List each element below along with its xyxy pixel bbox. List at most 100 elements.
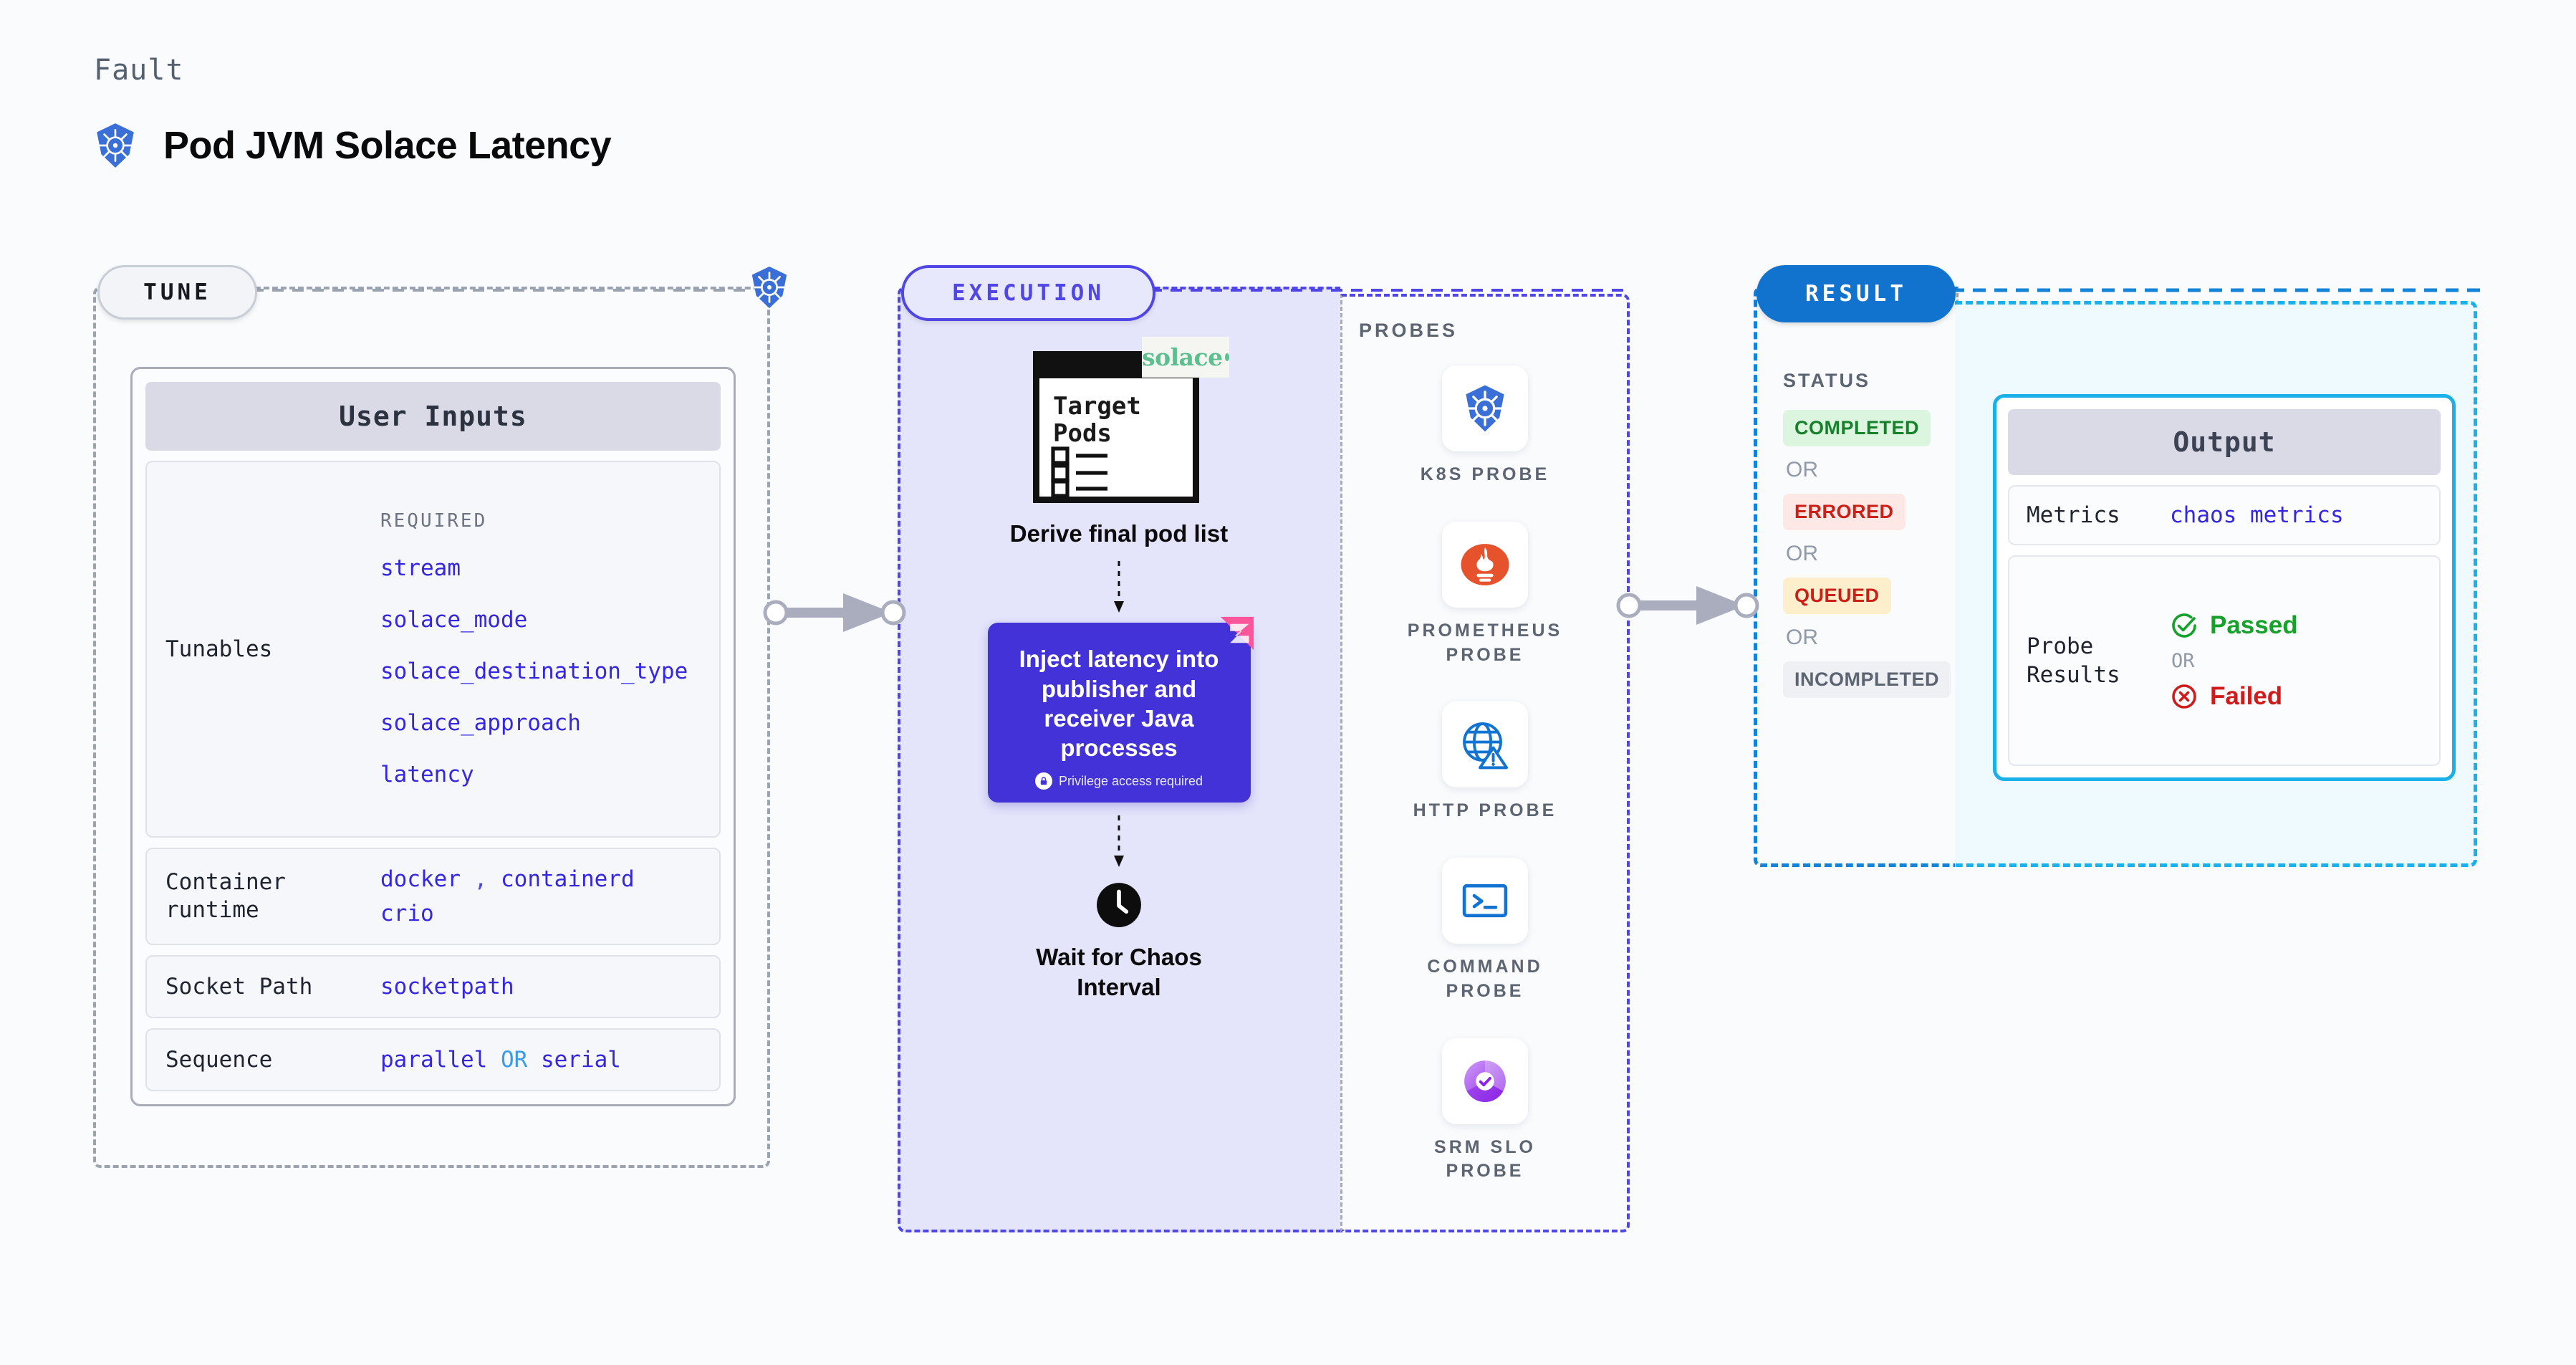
target-pods-document: Target Pods solace [1033, 337, 1229, 503]
probe-label: HTTP PROBE [1413, 800, 1557, 821]
tune-row-sequence: Sequence parallel OR serial [145, 1028, 721, 1091]
execution-connector-line [1150, 289, 1632, 292]
tune-row-values: parallel OR serial [380, 1043, 621, 1077]
arrow-tune-to-execution [763, 588, 906, 641]
execution-steps-column: Target Pods solace Derive final pod list [898, 337, 1340, 1002]
probe-results-label: Probe Results [2027, 633, 2120, 689]
probe-item-k8s[interactable]: K8S PROBE [1421, 365, 1549, 487]
privilege-note: Privilege access required [1005, 772, 1234, 790]
status-badge-errored: ERRORED [1783, 494, 1905, 530]
globe-warning-icon [1441, 701, 1528, 788]
probe-result-or: OR [2171, 649, 2195, 672]
tune-row-label: Sequence [165, 1046, 273, 1073]
status-badge-incompleted: INCOMPLETED [1783, 661, 1951, 698]
sequence-separator: OR [500, 1046, 528, 1073]
inject-latency-text: Inject latency into publisher and receiv… [1019, 646, 1219, 761]
kubernetes-badge-icon [747, 265, 792, 310]
terminal-icon [1442, 858, 1528, 944]
status-or-2: OR [1786, 542, 1818, 565]
output-card: Output Metrics chaos metrics Probe Resul… [1993, 394, 2456, 781]
privilege-note-text: Privilege access required [1058, 773, 1203, 788]
sequence-serial[interactable]: serial [540, 1046, 621, 1073]
status-or-3: OR [1786, 626, 1818, 649]
probe-label: SRM SLO PROBE [1434, 1136, 1536, 1182]
required-label: REQUIRED [380, 509, 488, 532]
flow-arrow-down-1 [1114, 561, 1124, 613]
page-title: Pod JVM Solace Latency [163, 124, 612, 167]
solace-logo: solace [1142, 337, 1229, 378]
runtime-crio[interactable]: crio [380, 900, 434, 926]
runtime-separator: , [474, 866, 488, 892]
svg-text:Target: Target [1053, 392, 1141, 421]
target-pods-document-icon: Target Pods [1033, 351, 1199, 503]
socket-path-value[interactable]: socketpath [380, 973, 514, 1000]
probe-label: K8S PROBE [1420, 464, 1550, 484]
status-title: STATUS [1783, 370, 1870, 391]
tune-row-values: docker , containerd crio [380, 862, 635, 931]
tunable-stream[interactable]: stream [380, 555, 461, 581]
phase-pill-execution[interactable]: EXECUTION [901, 265, 1155, 321]
probe-item-command[interactable]: COMMAND PROBE [1395, 858, 1575, 1004]
probe-label: PROMETHEUS PROBE [1407, 620, 1563, 665]
status-badge-queued: QUEUED [1783, 578, 1891, 614]
page-title-row: Pod JVM Solace Latency [92, 122, 612, 169]
output-title: Output [2008, 409, 2441, 475]
tune-row-socket-path: Socket Path socketpath [145, 954, 721, 1018]
svg-text:Pods: Pods [1053, 419, 1112, 448]
probe-label: COMMAND PROBE [1427, 957, 1543, 1001]
phase-pill-result[interactable]: RESULT [1756, 265, 1956, 322]
solace-dot-icon [1224, 353, 1229, 361]
runtime-docker[interactable]: docker [380, 866, 461, 892]
result-connector-line [1951, 288, 2481, 292]
srm-slo-icon [1442, 1038, 1528, 1124]
tunable-solace-mode[interactable]: solace_mode [380, 606, 528, 633]
probes-title: PROBES [1359, 320, 1458, 341]
passed-label: Passed [2210, 610, 2298, 639]
kubernetes-icon [1441, 365, 1528, 451]
user-inputs-card: User Inputs Tunables REQUIRED stream sol… [130, 367, 736, 1106]
tune-row-label: Socket Path [165, 973, 313, 1000]
page-kicker: Fault [94, 54, 184, 87]
phase-pill-tune[interactable]: TUNE [97, 265, 257, 320]
tune-row-values: REQUIRED stream solace_mode solace_desti… [380, 507, 688, 792]
tune-row-container-runtime: Container runtime docker , containerd cr… [145, 847, 721, 945]
tune-row-tunables: Tunables REQUIRED stream solace_mode sol… [145, 461, 721, 838]
lock-icon [1034, 772, 1052, 790]
probe-item-prometheus[interactable]: PROMETHEUS PROBE [1395, 521, 1575, 668]
inject-latency-card[interactable]: Inject latency into publisher and receiv… [987, 617, 1254, 803]
tune-phase-container [93, 287, 770, 1168]
tunable-solace-destination-type[interactable]: solace_destination_type [380, 658, 688, 685]
metrics-value[interactable]: chaos metrics [2170, 502, 2344, 529]
clock-icon [1095, 881, 1143, 932]
output-row-probe-results: Probe Results Passed OR [2008, 555, 2441, 766]
flow-arrow-down-2 [1114, 815, 1124, 868]
probe-item-http[interactable]: HTTP PROBE [1413, 701, 1557, 823]
tune-row-label: Container runtime [165, 869, 286, 923]
tune-row-values: socketpath [380, 969, 514, 1004]
ribbon-icon [1220, 617, 1254, 651]
probe-result-passed: Passed [2170, 611, 2298, 640]
runtime-containerd[interactable]: containerd [501, 866, 635, 892]
status-badge-completed: COMPLETED [1783, 410, 1931, 446]
probe-result-failed: Failed [2170, 682, 2298, 711]
probe-item-srm-slo[interactable]: SRM SLO PROBE [1395, 1038, 1575, 1184]
user-inputs-title: User Inputs [145, 382, 721, 451]
kubernetes-icon [92, 122, 139, 169]
x-circle-icon [2170, 682, 2198, 711]
prometheus-icon [1442, 521, 1528, 608]
result-phase-container [1754, 287, 1959, 867]
wait-chaos-interval-label: Wait for Chaos Interval [1036, 944, 1202, 1000]
arrow-probes-to-result [1616, 580, 1759, 634]
tune-row-label: Tunables [165, 636, 273, 662]
check-circle-icon [2170, 611, 2198, 640]
status-or-1: OR [1786, 458, 1818, 482]
status-list: COMPLETED OR ERRORED OR QUEUED OR INCOMP… [1783, 410, 1951, 698]
derive-pod-list-label: Derive final pod list [1009, 520, 1229, 547]
probes-list: K8S PROBE PROMETHEUS PROBE [1340, 365, 1630, 1184]
tunable-solace-approach[interactable]: solace_approach [380, 710, 581, 737]
failed-label: Failed [2210, 681, 2283, 710]
tune-connector-line [252, 289, 754, 292]
tunable-latency[interactable]: latency [380, 762, 474, 788]
sequence-parallel[interactable]: parallel [380, 1046, 488, 1073]
